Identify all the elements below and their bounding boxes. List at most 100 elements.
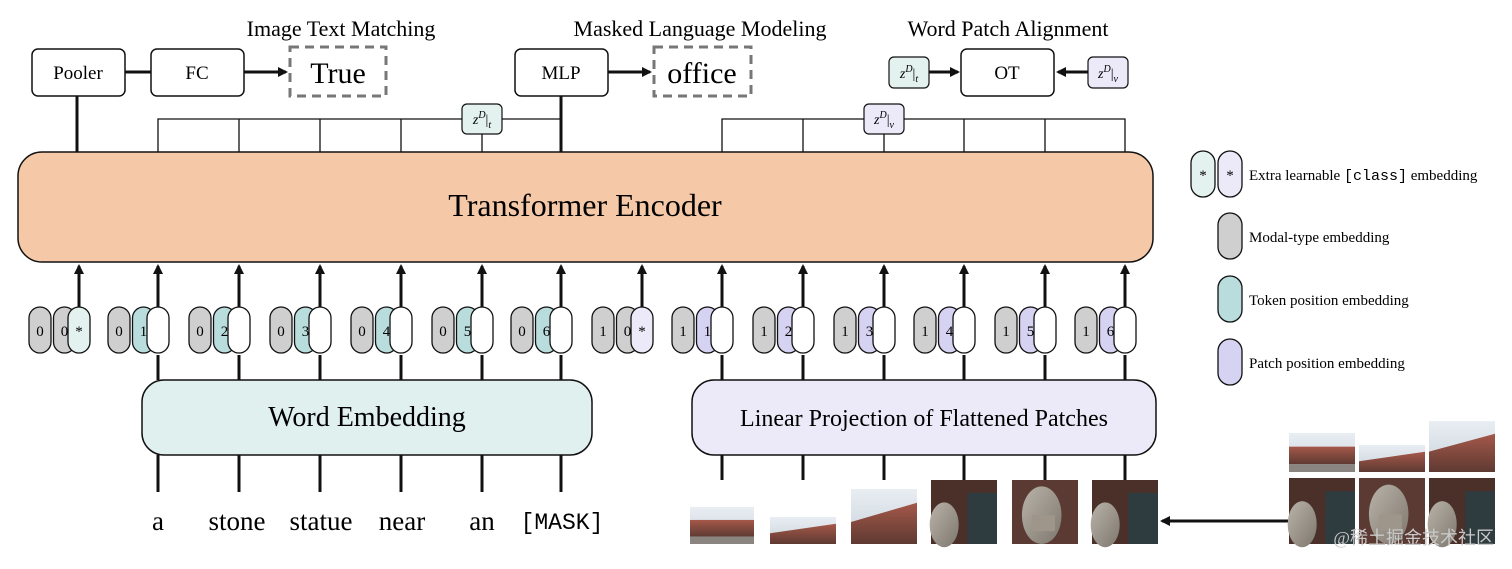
legend-item-cls: * * Extra learnable [class] embedding (1190, 150, 1478, 198)
photo-patch-icon (929, 480, 997, 548)
word-token: a (152, 506, 164, 536)
ot-label: OT (994, 63, 1020, 84)
modal-type-value: 0 (115, 324, 123, 340)
z-sup: D (904, 64, 913, 75)
modal-type-chip (913, 306, 937, 354)
photo-patch-icon (851, 489, 917, 544)
word-token: stone (209, 506, 266, 536)
itm-output-label: True (310, 57, 366, 90)
word-token: [MASK] (521, 510, 604, 536)
visual-z-chip: zD|v (863, 103, 905, 135)
modal-type-chip (28, 306, 52, 354)
word-token: near (379, 506, 425, 536)
source-image-grid (1287, 421, 1495, 548)
modal-type-chip (188, 306, 212, 354)
patch-projection-box: Linear Projection of Flattened Patches (691, 379, 1157, 456)
photo-patch-icon (1427, 478, 1495, 548)
modal-type-value: 1 (921, 324, 929, 340)
mlm-output-label: office (667, 57, 736, 90)
position-value: 3 (866, 324, 874, 340)
position-value: 3 (302, 324, 310, 340)
legend-patch-text: Patch position embedding (1249, 356, 1405, 372)
token-chip (791, 306, 815, 354)
position-value: 5 (1027, 324, 1035, 340)
photo-patch-icon (1359, 478, 1425, 544)
modal-type-chip (671, 306, 695, 354)
legend-cls-glyph: * (1226, 168, 1234, 184)
legend-cls-code: [class] (1344, 168, 1407, 185)
cls-value: * (638, 324, 646, 340)
token-chip (389, 306, 413, 354)
image-token-group: 1 0 * (591, 306, 654, 354)
legend-item-token: Token position embedding (1217, 275, 1409, 323)
z-base: z (899, 67, 906, 82)
legend-cls-glyph: * (1199, 168, 1207, 184)
modal-type-value: 1 (679, 324, 687, 340)
modal-type-chip (431, 306, 455, 354)
modal-type-value: 0 (439, 324, 447, 340)
modal-type-chip (833, 306, 857, 354)
token-chip (308, 306, 332, 354)
ot-visual-z-chip: zD|v (1087, 56, 1129, 89)
z-sub: t (915, 74, 918, 85)
photo-patch-icon (1359, 445, 1425, 472)
pooler-label: Pooler (53, 63, 103, 84)
position-value: 4 (383, 324, 391, 340)
z-base: z (1097, 67, 1104, 82)
patch-projection-lines (720, 355, 1127, 480)
token-chip (227, 306, 251, 354)
z-base: z (873, 113, 880, 128)
pooler-box: Pooler (31, 48, 126, 97)
cls-value: * (75, 324, 83, 340)
ot-box: OT (960, 48, 1055, 97)
position-value: 0 (624, 324, 632, 340)
modal-type-chip (994, 306, 1018, 354)
photo-patch-icon (1090, 480, 1158, 548)
modal-type-value: 0 (518, 324, 526, 340)
modal-type-value: 1 (1002, 324, 1010, 340)
encoder-input-arrows (74, 264, 1130, 307)
text-z-chip: zD|t (461, 103, 503, 135)
modal-type-value: 0 (277, 324, 285, 340)
z-sup: D (477, 110, 486, 121)
photo-patch-icon (1429, 421, 1495, 472)
transformer-encoder-label: Transformer Encoder (448, 187, 722, 223)
modal-type-value: 1 (760, 324, 768, 340)
modal-type-value: 1 (1082, 324, 1090, 340)
modal-type-chip (591, 306, 615, 354)
position-value: 2 (785, 324, 793, 340)
word-embedding-box: Word Embedding (141, 379, 593, 456)
legend-item-modal: Modal-type embedding (1217, 212, 1390, 260)
position-value: 0 (61, 324, 69, 340)
modal-type-chip (1074, 306, 1098, 354)
mlm-title: Masked Language Modeling (574, 16, 827, 41)
fc-box: FC (150, 48, 245, 97)
position-value: 1 (140, 324, 148, 340)
svg-text:Extra learnable [class] embedd: Extra learnable [class] embedding (1249, 168, 1478, 185)
photo-patch-icon (1289, 433, 1355, 472)
svg-text:zD|t: zD|t (899, 64, 919, 85)
modal-type-value: 1 (841, 324, 849, 340)
fc-label: FC (185, 63, 208, 84)
z-sub: v (890, 120, 895, 131)
watermark: @稀土掘金技术社区 (1333, 528, 1494, 548)
word-embedding-label: Word Embedding (268, 402, 466, 433)
cls-chip (67, 306, 91, 354)
word-token: statue (290, 506, 353, 536)
modal-type-value: 0 (196, 324, 204, 340)
photo-patch-icon (1012, 480, 1078, 544)
photo-patch-icon (690, 507, 754, 544)
modal-type-value: 1 (599, 324, 607, 340)
svg-text:zD|v: zD|v (1097, 64, 1119, 85)
z-sup: D (878, 110, 887, 121)
token-chip (146, 306, 170, 354)
word-token: an (469, 506, 495, 536)
